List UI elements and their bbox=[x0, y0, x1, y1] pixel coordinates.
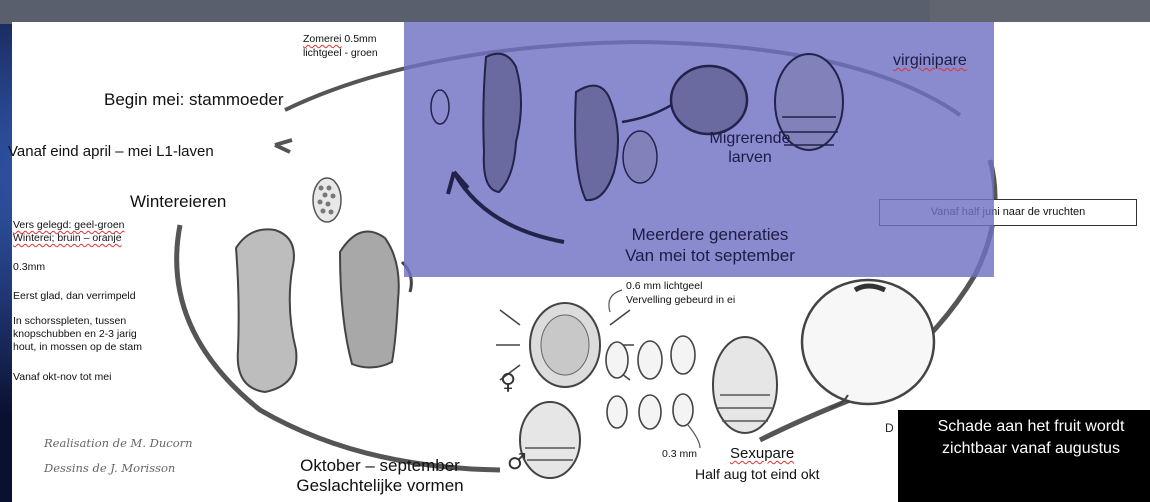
label-egg-06-1: 0.6 mm lichtgeel bbox=[626, 280, 702, 293]
label-sexupare: Sexupare bbox=[730, 445, 794, 462]
summer-egg bbox=[431, 90, 449, 124]
label-half-aug: Half aug tot eind okt bbox=[695, 466, 820, 482]
label-size-03mm: 0.3mm bbox=[13, 261, 45, 274]
label-winterei-text: Winterei; bruin – oranje bbox=[13, 232, 122, 244]
label-d-mark: D bbox=[885, 421, 894, 435]
label-oktober-1: Oktober – september bbox=[280, 456, 480, 476]
label-begin-mei: Begin mei: stammoeder bbox=[104, 90, 284, 110]
label-wintereieren: Wintereieren bbox=[130, 192, 226, 212]
apple-drawing bbox=[802, 280, 934, 404]
label-vers-gelegd-text: Vers gelegd: geel-groen bbox=[13, 219, 125, 231]
label-schorsspleten-2: knopschubben en 2-3 jarig bbox=[13, 328, 137, 341]
label-oktober-2: Geslachtelijke vormen bbox=[280, 476, 480, 496]
label-zomerei-color: lichtgeel - groen bbox=[303, 47, 378, 60]
label-egg-03: 0.3 mm bbox=[662, 448, 697, 461]
female-symbol: ♀ bbox=[500, 370, 516, 395]
egg-oval-4 bbox=[607, 396, 627, 428]
twig-drawing-summer bbox=[575, 86, 618, 201]
label-zomerei-word: Zomerei bbox=[303, 33, 342, 45]
twig-drawing-2 bbox=[340, 232, 399, 368]
label-zomerei: Zomerei 0.5mm bbox=[303, 33, 377, 46]
cycle-arrow-summer bbox=[454, 172, 564, 242]
egg-oval-3 bbox=[671, 336, 695, 374]
twig-drawing-1 bbox=[236, 229, 296, 392]
egg-oval-1 bbox=[606, 342, 628, 378]
male-symbol: ♂ bbox=[507, 450, 527, 475]
label-virginipare-text: virginipare bbox=[893, 52, 967, 69]
label-zomerei-size: 0.5mm bbox=[342, 33, 377, 45]
label-schorsspleten-3: hout, in mossen op de stam bbox=[13, 341, 142, 354]
label-schade-2: zichtbaar vanaf augustus bbox=[912, 438, 1150, 460]
apple-leaf-drawing bbox=[671, 66, 747, 134]
label-egg-06-2: Vervelling gebeurd in ei bbox=[626, 294, 735, 307]
label-eerst-glad: Eerst glad, dan verrimpeld bbox=[13, 290, 136, 303]
credit-realisation: Realisation de M. Ducorn bbox=[44, 436, 193, 450]
label-vanaf-okt: Vanaf okt-nov tot mei bbox=[13, 371, 111, 384]
label-sexupare-text: Sexupare bbox=[730, 445, 794, 462]
aphid-drawing-3 bbox=[520, 402, 580, 478]
label-vanaf-eind-april: Vanaf eind april – mei L1-laven bbox=[8, 143, 214, 160]
label-schade-1: Schade aan het fruit wordt bbox=[912, 416, 1150, 438]
label-meerdere-2: Van mei tot september bbox=[580, 246, 840, 266]
egg-oval-2 bbox=[638, 341, 662, 379]
migrating-larva-drawing bbox=[623, 131, 657, 183]
schade-text: Schade aan het fruit wordt zichtbaar van… bbox=[912, 416, 1150, 460]
stem-mother-drawing bbox=[483, 54, 521, 192]
label-virginipare: virginipare bbox=[893, 52, 967, 70]
egg-oval-6 bbox=[673, 394, 693, 426]
summer-generations-panel: virginipare Migrerende larven Meerdere g… bbox=[404, 22, 994, 277]
egg-oval-5 bbox=[639, 395, 661, 429]
credit-dessins: Dessins de J. Morisson bbox=[44, 461, 175, 475]
label-schorsspleten-1: In schorsspleten, tussen bbox=[13, 315, 126, 328]
winter-egg-cluster bbox=[313, 178, 341, 222]
aphid-drawing-2 bbox=[713, 337, 777, 433]
label-migrerende-1: Migrerende bbox=[680, 130, 820, 148]
label-winterei: Winterei; bruin – oranje bbox=[13, 232, 122, 245]
label-migrerende-2: larven bbox=[680, 149, 820, 167]
label-vers-gelegd: Vers gelegd: geel-groen bbox=[13, 219, 125, 232]
label-meerdere-1: Meerdere generaties bbox=[580, 225, 840, 245]
